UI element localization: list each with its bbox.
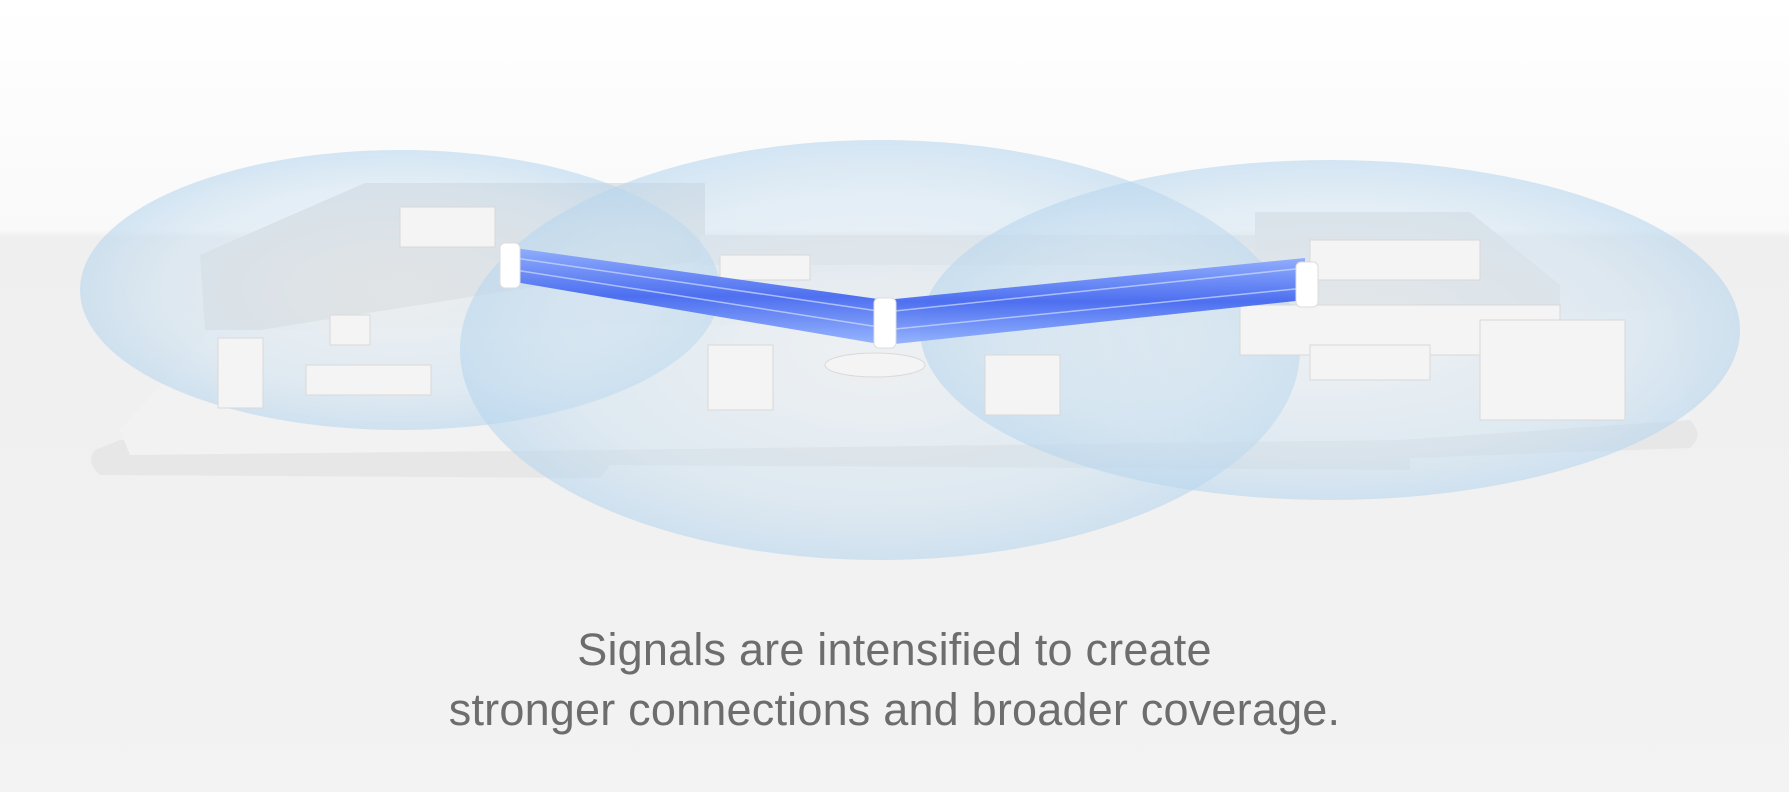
mesh-router-icon bbox=[1295, 261, 1319, 308]
mesh-routers bbox=[499, 242, 1319, 349]
caption-line-1: Signals are intensified to create bbox=[577, 624, 1212, 675]
signal-beams bbox=[514, 248, 1306, 345]
mesh-router-icon bbox=[873, 297, 897, 349]
furniture bbox=[217, 206, 1626, 421]
caption-line-2: stronger connections and broader coverag… bbox=[448, 684, 1341, 735]
mesh-router-icon bbox=[499, 242, 521, 289]
